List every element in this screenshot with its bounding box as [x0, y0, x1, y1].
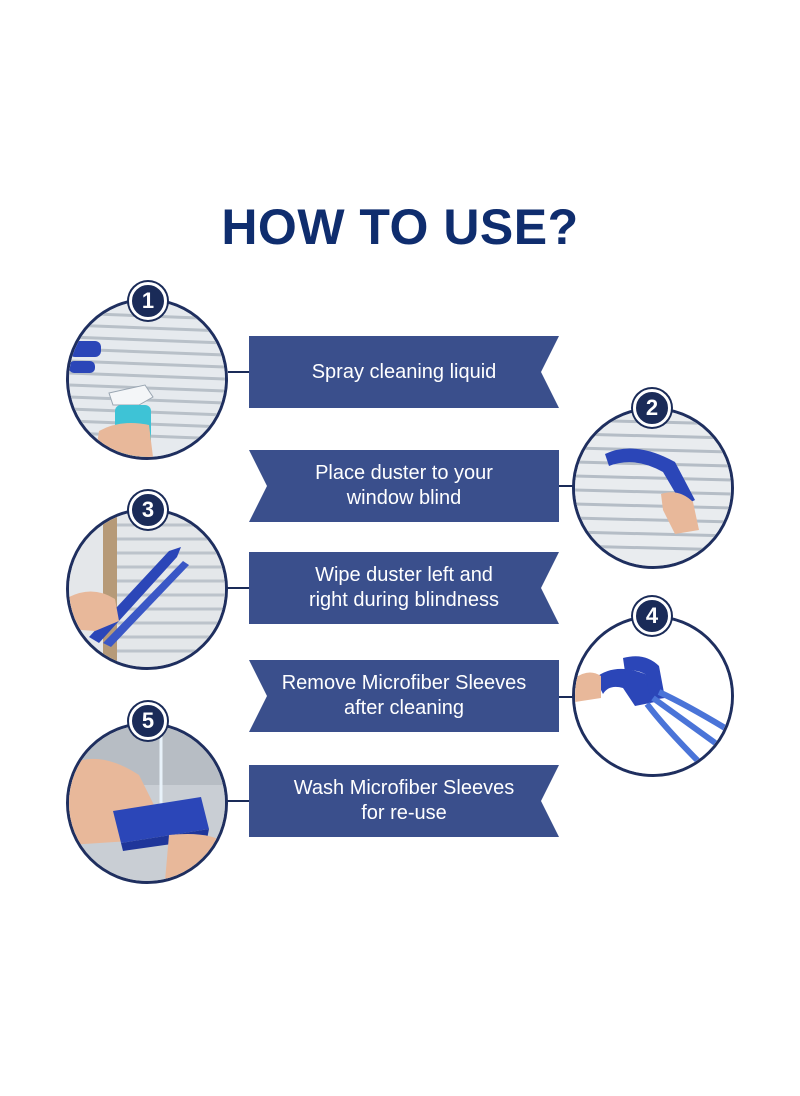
step-3-number-badge: 3 [129, 491, 167, 529]
step-4-number-badge: 4 [633, 597, 671, 635]
banner-ribbon-shape [249, 336, 559, 408]
connector-line-3 [226, 587, 252, 589]
connector-line-1 [228, 371, 252, 373]
step-2-number-badge: 2 [633, 389, 671, 427]
wiping-blinds-photo [66, 508, 228, 670]
step-1-text: Spray cleaning liquid [311, 360, 497, 383]
banner-ribbon-shape [249, 552, 559, 624]
step-5-text: Wash Microfiber Sleeves for re-use [293, 777, 515, 824]
step-4-banner: Remove Microfiber Sleeves after cleaning [249, 660, 559, 732]
connector-line-4 [555, 696, 575, 698]
banner-ribbon-shape [249, 765, 559, 837]
connector-line-5 [226, 800, 252, 802]
step-5-number-badge: 5 [129, 702, 167, 740]
banner-ribbon-shape [249, 660, 559, 732]
step-2-banner: Place duster to your window blind [249, 450, 559, 522]
page-title: HOW TO USE? [221, 199, 579, 255]
step-5-banner: Wash Microfiber Sleeves for re-use [249, 765, 559, 837]
step-1-number-badge: 1 [129, 282, 167, 320]
step-2-text: Place duster to your window blind [315, 462, 493, 509]
step-3-text: Wipe duster left and right during blindn… [308, 564, 500, 611]
step-3-banner: Wipe duster left and right during blindn… [249, 552, 559, 624]
spray-bottle-on-blinds-photo [66, 298, 228, 460]
banner-ribbon-shape [249, 450, 559, 522]
step-4-text: Remove Microfiber Sleeves after cleaning [281, 672, 527, 719]
connector-line-2 [555, 485, 575, 487]
duster-in-blinds-photo [572, 407, 734, 569]
washing-sleeve-photo [66, 722, 228, 884]
step-1-banner: Spray cleaning liquid [249, 336, 559, 408]
duster-without-sleeves-photo [572, 615, 734, 777]
